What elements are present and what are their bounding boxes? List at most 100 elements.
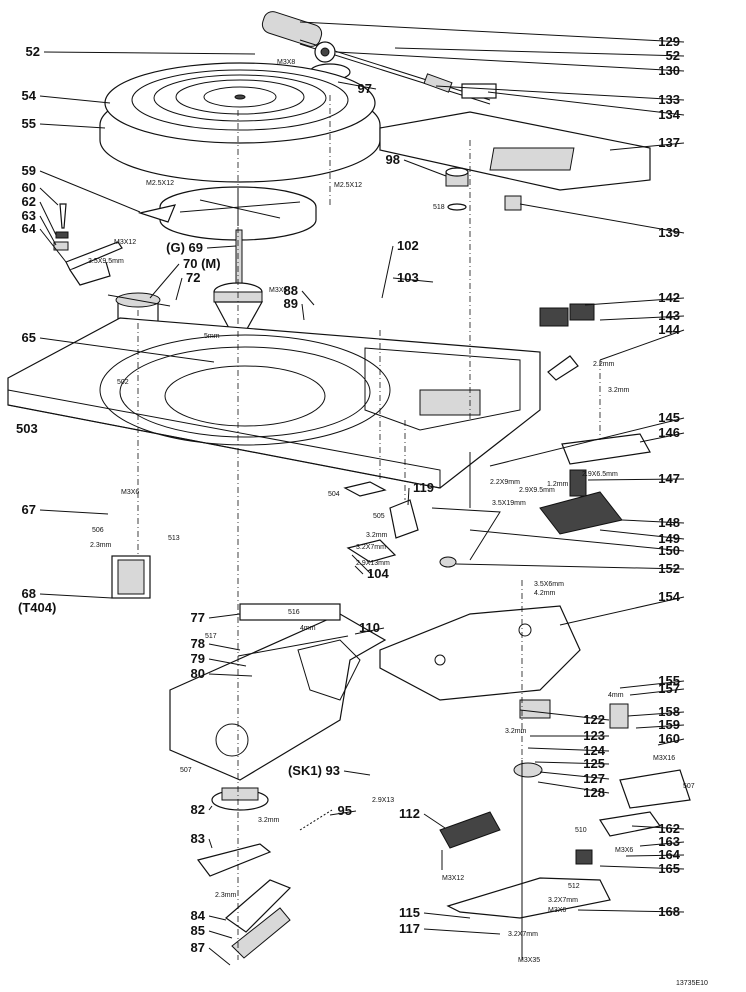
leader-line-54 (39, 95, 111, 104)
part-label-68: 68 (22, 586, 36, 601)
leader-line-137 (609, 142, 685, 151)
bottom-right-assembly (446, 703, 691, 960)
dimension-note-32x7b: 3.2X7mm (548, 897, 578, 904)
part-label-117: 117 (399, 921, 420, 936)
leader-line-154 (559, 596, 685, 626)
leader-line-145 (489, 417, 685, 467)
leader-line-110 (354, 627, 385, 635)
part-label-123: 123 (583, 728, 605, 743)
leader-line-164 (625, 854, 685, 857)
leader-line-80 (208, 673, 253, 677)
dimension-note-22mm: 2.2mm (593, 361, 615, 368)
part-label-164: 164 (658, 847, 680, 862)
part-label-152: 152 (658, 561, 680, 576)
dimension-note-m3x6c: M3X6 (615, 847, 633, 854)
leader-line-146 (639, 432, 685, 443)
assembly-guides (137, 95, 601, 960)
dimension-note-4mm: 4mm (300, 625, 316, 632)
part-label-147: 147 (658, 471, 680, 486)
part-139 (504, 195, 522, 211)
dimension-note-35x19: 3.5X19mm (492, 500, 526, 507)
part-label-78: 78 (191, 636, 205, 651)
dimension-note-32mm: 3.2mm (366, 532, 388, 539)
leader-line-160 (657, 738, 685, 746)
leader-line-59 (39, 170, 141, 213)
leader-line-125 (534, 761, 610, 765)
dimension-note-m25x12b: M2.5X12 (334, 182, 362, 189)
part-label-159: 159 (658, 717, 680, 732)
part-label-115: 115 (399, 905, 420, 920)
part-label-95: 95 (338, 803, 352, 818)
dimension-note-32mmb: 3.2mm (608, 387, 630, 394)
dimension-note-505: 505 (373, 513, 385, 520)
platter (99, 62, 381, 183)
leader-line-103 (392, 277, 434, 283)
part-label-85: 85 (191, 923, 205, 938)
dimension-note-29x13b: 2.9X13 (372, 797, 394, 804)
leader-line-88 (301, 290, 315, 306)
dimension-note-42: 4.2mm (534, 590, 556, 597)
sub-platter (137, 186, 317, 241)
part-label-143: 143 (658, 308, 680, 323)
part-label-165: 165 (658, 861, 680, 876)
part-label-129: 129 (658, 34, 680, 49)
part-label-145: 145 (658, 410, 680, 425)
dimension-note-23mmb: 2.3mm (215, 892, 237, 899)
dimension-note-m35: 3.5X9.5mm (88, 258, 124, 265)
leader-line-85 (208, 930, 233, 939)
leader-line-72 (175, 277, 183, 301)
part-label-130: 130 (658, 63, 680, 78)
part-label-125: 125 (583, 756, 605, 771)
part-label-142: 142 (658, 290, 680, 305)
lever-parts-104 (343, 481, 419, 576)
leader-line-127 (539, 771, 610, 780)
leader-line-158 (627, 711, 685, 717)
part-label-82: 82 (191, 802, 205, 817)
leader-line-104 (354, 565, 364, 575)
dimension-note-m3x12a: M3X12 (114, 239, 136, 246)
leader-line-52b (394, 47, 685, 57)
dimension-note-510: 510 (575, 827, 587, 834)
part-label-70: 70 (M) (183, 256, 221, 271)
leader-line-148 (621, 519, 685, 524)
cueing-cluster (431, 303, 651, 568)
part-label-149: 149 (658, 531, 680, 546)
leader-line-124 (527, 747, 610, 752)
leader-line-129 (299, 21, 685, 43)
leader-line-150 (469, 529, 685, 552)
leader-line-102 (381, 245, 394, 299)
part-label-80: 80 (191, 666, 205, 681)
leader-line-147 (587, 478, 685, 481)
leader-line-130 (335, 51, 685, 72)
part-label-146: 146 (658, 425, 680, 440)
leader-line-70 (149, 263, 180, 299)
leader-line-98 (403, 159, 447, 177)
leader-line-134 (487, 91, 685, 116)
leader-lines (39, 21, 685, 966)
part-label-67: 67 (22, 502, 36, 517)
plinth-503 (7, 317, 541, 489)
part-label-150: 150 (658, 543, 680, 558)
leader-line-119 (407, 487, 410, 506)
part-label-63: 63 (22, 208, 36, 223)
dimension-note-23mm: 2.3mm (90, 542, 112, 549)
leader-line-68 (39, 593, 113, 599)
transformer-68 (111, 555, 151, 599)
leader-line-67 (39, 509, 109, 515)
part-label-59: 59 (22, 163, 36, 178)
lower-left-stack (196, 787, 333, 959)
part-label-60: 60 (22, 180, 36, 195)
part-label-163: 163 (658, 834, 680, 849)
leader-line-122 (519, 709, 610, 721)
dimension-note-12mm: 1.2mm (547, 481, 569, 488)
leader-line-84 (208, 915, 227, 921)
leader-line-93 (343, 770, 371, 776)
leader-line-83 (208, 838, 213, 849)
leader-line-128 (537, 781, 610, 794)
leader-line-82 (208, 805, 213, 811)
dimension-note-506: 506 (92, 527, 104, 534)
dimension-note-5mm: 5mm (204, 333, 220, 340)
